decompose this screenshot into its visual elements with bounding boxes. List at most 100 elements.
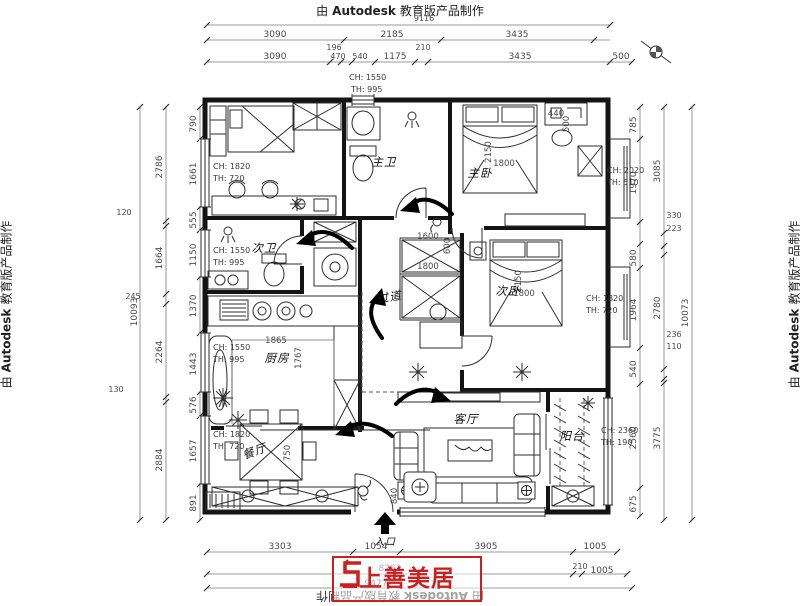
sliding-door-balcony: [543, 412, 553, 486]
room-label-second-bath: 次卫: [252, 241, 277, 255]
dim-value: 1970: [629, 171, 639, 194]
window-tag-ch: CH: 1820: [586, 294, 623, 303]
dim-value: 576: [189, 396, 199, 413]
dim-value: 2185: [381, 30, 404, 40]
room-label-dining: 餐厅: [240, 440, 270, 462]
closet-dim: 1600: [417, 232, 439, 242]
window-tag-ch: CH: 1820: [213, 162, 250, 171]
dim-value: 470: [330, 52, 345, 61]
bedroom-topleft-furniture: [209, 102, 342, 216]
plants: [213, 197, 595, 429]
dim-value: 2786: [155, 155, 165, 178]
flow-arrows: [296, 197, 454, 501]
dim-value: 10073: [681, 299, 691, 328]
window-living-south: [399, 507, 546, 517]
window-tag-th: TH: 720: [212, 174, 244, 183]
dim-value: 540: [629, 360, 639, 377]
dim-value: 675: [629, 495, 639, 512]
room-label-master-bath: 主卫: [372, 155, 397, 169]
dresser-dim: 500: [562, 116, 572, 132]
dim-value: 1661: [189, 163, 199, 186]
dim-value: 540: [352, 52, 367, 61]
entry-dim: 840: [390, 488, 400, 504]
sketch-figure: [357, 479, 371, 501]
bed-dim: 2150: [514, 270, 524, 292]
dim-value: 3090: [264, 52, 287, 62]
window-tag-ch: CH: 1820: [213, 430, 250, 439]
second-bath-fixtures: [207, 226, 287, 290]
dim-value: 2780: [653, 296, 663, 319]
dim-value: 223: [666, 224, 681, 233]
dim-value: 330: [666, 211, 681, 220]
dining-furniture: 750: [211, 409, 359, 507]
dim-value: 210: [415, 43, 430, 52]
dim-value: 3435: [509, 52, 532, 62]
room-label-entrance: 入口: [374, 536, 396, 548]
brand-logo: 上善美居: [332, 556, 482, 602]
window-tag-ch: CH: 1550: [349, 73, 386, 82]
watermark-prefix: 由: [316, 4, 329, 18]
window-tags: CH: 1820 TH: 720 CH: 1550 TH: 995 CH: 15…: [212, 73, 644, 451]
window-tag-th: TH: 720: [212, 442, 244, 451]
sketch-figure: [430, 217, 442, 233]
watermark-suffix: 教育版产品制作: [399, 4, 484, 18]
dim-value: 1150: [189, 243, 199, 266]
window-tag-th: TH: 720: [585, 306, 617, 315]
dim-value: 580: [629, 249, 639, 266]
window-tag-th: TH: 995: [212, 258, 244, 267]
dining-dim: 750: [283, 445, 293, 461]
window-tag-th: TH: 510: [606, 178, 638, 187]
dim-value: 236: [666, 330, 681, 339]
dim-value: 1443: [189, 353, 199, 376]
dim-value: 10093: [130, 298, 140, 327]
dim-value: 3905: [475, 542, 498, 552]
window-tag-ch: CH: 2020: [607, 166, 644, 175]
dims-left: 10093 2786 120 1664 245 2264 130 2884 79…: [108, 115, 199, 511]
window-balcony: [603, 397, 613, 506]
brand-s-icon: [340, 559, 361, 588]
dim-value: 3775: [653, 427, 663, 450]
dim-value: 1370: [189, 294, 199, 317]
watermark-brand: Autodesk: [332, 4, 396, 18]
bed-dim: 2150: [484, 141, 494, 163]
kitchen-dim: 1767: [294, 347, 304, 369]
window-left-2: [199, 229, 211, 278]
room-label-balcony: 阳台: [560, 429, 585, 443]
room-label-hallway: 过道: [376, 288, 404, 306]
dim-value: 500: [612, 52, 629, 62]
second-bedroom-furniture: 2150 1800 1600 600 1800: [401, 232, 563, 349]
dim-value: 3085: [653, 160, 663, 183]
bay-window-master: [608, 138, 631, 219]
window-tag-th: TH: 995: [350, 85, 382, 94]
door-second-bedroom: [457, 335, 493, 370]
door-master-bath: [394, 187, 428, 223]
window-left-4: [199, 415, 211, 485]
dresser-dim: 440: [548, 109, 564, 119]
dim-value: 3303: [269, 542, 292, 552]
dim-value: 196: [326, 43, 341, 52]
window-tag-ch: CH: 1550: [213, 246, 250, 255]
dim-value: 2560: [629, 426, 639, 449]
dim-value: 2264: [155, 340, 165, 363]
dim-value: 130: [108, 385, 123, 394]
dim-value: 1964: [629, 298, 639, 321]
room-label-second-bedroom: 次卧: [496, 284, 521, 298]
master-bedroom-furniture: 2150 1800 440 500: [462, 102, 603, 227]
dim-value: 1664: [155, 246, 165, 269]
kitchen-dim: 1865: [265, 336, 287, 346]
dimension-lines: [136, 21, 696, 592]
bay-window-second: [608, 266, 631, 348]
dim-value: 1175: [384, 52, 407, 62]
window-tag-ch: CH: 2360: [601, 426, 638, 435]
room-labels: 主卫 主卧 次卫 次卧 过道 厨房 餐厅 客厅 阳台 入口: [240, 155, 585, 548]
dim-value: 891: [189, 494, 199, 511]
shower-head-icon: [404, 111, 420, 128]
dim-value: 210: [572, 562, 587, 571]
closet-dim: 1800: [417, 262, 439, 272]
master-bath-fixtures: [346, 106, 420, 182]
dim-value: 1005: [591, 566, 614, 576]
bed-dim: 1800: [513, 289, 535, 299]
room-label-kitchen: 厨房: [265, 351, 290, 365]
